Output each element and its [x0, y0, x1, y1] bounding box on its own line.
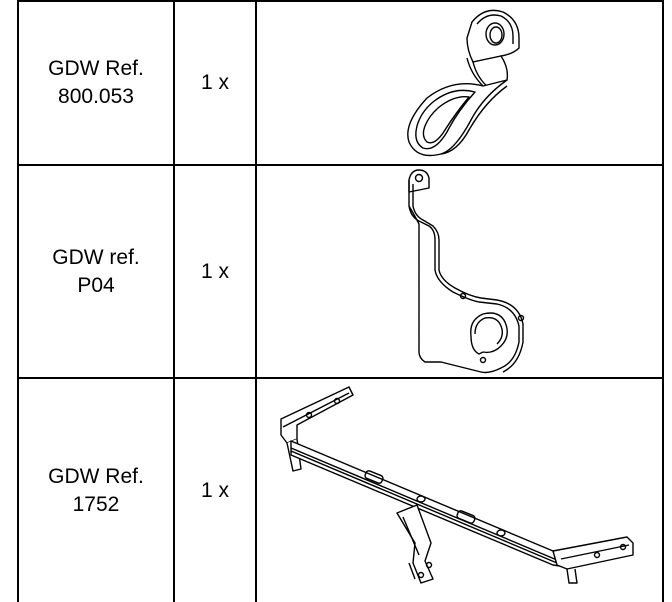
column-divider [255, 0, 257, 602]
part-quantity: 1 x [200, 259, 229, 283]
part-reference: GDW Ref. 1752 [48, 464, 144, 516]
row-divider [17, 164, 664, 166]
angle-bracket-drawing [257, 2, 662, 164]
table-border-right [662, 0, 664, 602]
part-reference: GDW Ref. 800.053 [48, 57, 144, 108]
part-quantity: 1 x [200, 71, 229, 94]
row-divider [17, 377, 664, 379]
table-border-top [17, 0, 664, 2]
socket-plate-drawing [257, 166, 662, 377]
part-reference: GDW ref. P04 [52, 245, 140, 297]
column-divider [173, 0, 175, 602]
part-quantity: 1 x [200, 478, 229, 502]
table-border-left [17, 0, 19, 602]
towbar-crossbeam-drawing [257, 379, 662, 602]
